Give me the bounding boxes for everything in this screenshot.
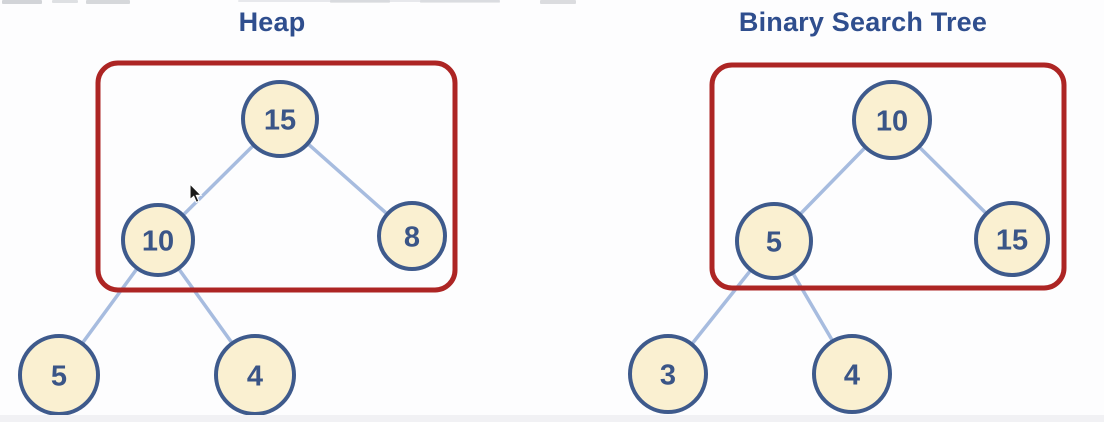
heap-title: Heap: [238, 7, 306, 37]
bst-node-5: [735, 202, 813, 280]
bst-tree: 10 5 15 3 4: [628, 62, 1067, 414]
heap-tree: 15 10 8 5 4: [18, 60, 458, 416]
heap-node-4: [214, 334, 296, 416]
heap-node-label: 5: [51, 360, 67, 392]
bst-highlight-box: [709, 62, 1067, 291]
bst-node-15: [974, 201, 1050, 277]
bst-node-label: 3: [660, 359, 676, 391]
heap-node-label: 10: [142, 225, 174, 257]
heap-node-8: [377, 201, 447, 271]
heap-node-label: 4: [247, 360, 263, 392]
bst-node-10: [852, 80, 932, 160]
heap-highlight-box: [95, 60, 458, 293]
bst-node-3: [628, 334, 708, 414]
bst-node-label: 5: [766, 226, 782, 258]
heap-node-label: 15: [264, 104, 296, 136]
heap-node-5: [18, 334, 100, 416]
heap-node-label: 8: [404, 221, 420, 253]
heap-node-15: [241, 80, 319, 158]
bst-node-label: 10: [876, 105, 908, 137]
bst-node-4: [812, 334, 892, 414]
bst-node-label: 4: [844, 359, 860, 391]
frame-edge-strip: [0, 415, 1104, 422]
bst-title: Binary Search Tree: [738, 7, 988, 37]
heap-node-10: [121, 203, 195, 277]
bst-node-label: 15: [996, 224, 1028, 256]
